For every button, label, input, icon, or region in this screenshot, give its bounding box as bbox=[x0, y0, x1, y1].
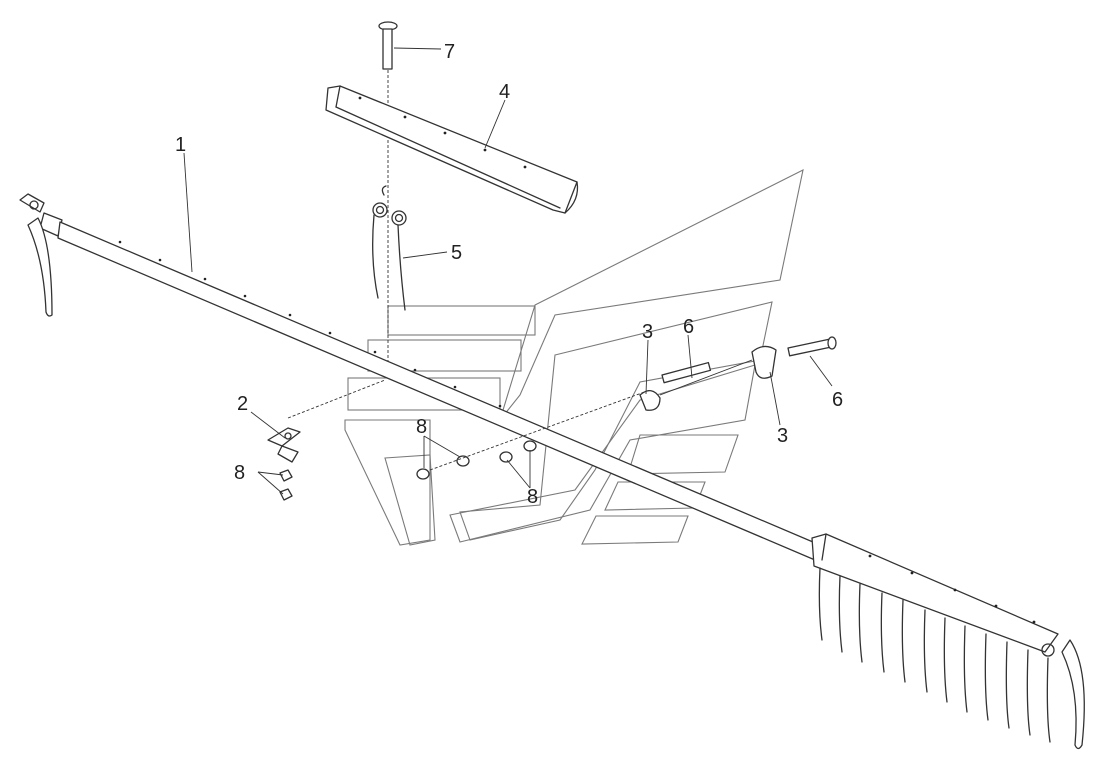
part-8-nuts-center bbox=[416, 389, 651, 480]
callout-8-center-top: 8 bbox=[416, 416, 427, 438]
part-5-spring-tine bbox=[372, 185, 407, 311]
callout-3-right: 3 bbox=[777, 425, 788, 447]
callout-7: 7 bbox=[444, 41, 455, 63]
part-3-clamp-center bbox=[639, 390, 661, 411]
callout-3-center: 3 bbox=[642, 321, 653, 343]
part-6-pin-center bbox=[661, 361, 712, 384]
part-2-bracket bbox=[267, 379, 386, 463]
leader-lines bbox=[183, 47, 833, 495]
part-8-nuts-left bbox=[279, 469, 293, 501]
callout-6-center: 6 bbox=[683, 316, 694, 338]
callout-1: 1 bbox=[175, 134, 186, 156]
part-1-rake-bar bbox=[19, 193, 1085, 750]
part-7-bolt bbox=[378, 21, 398, 380]
callout-6-right: 6 bbox=[832, 389, 843, 411]
callout-5: 5 bbox=[451, 242, 462, 264]
callout-8-left: 8 bbox=[234, 462, 245, 484]
part-3-clamp-right bbox=[751, 345, 777, 379]
part-4-cover-channel bbox=[325, 85, 579, 214]
callout-4: 4 bbox=[499, 81, 510, 103]
callout-8-center-bottom: 8 bbox=[527, 486, 538, 508]
part-6-pin-right bbox=[787, 336, 837, 357]
watermark-logo bbox=[344, 168, 804, 546]
callout-2: 2 bbox=[237, 393, 248, 415]
